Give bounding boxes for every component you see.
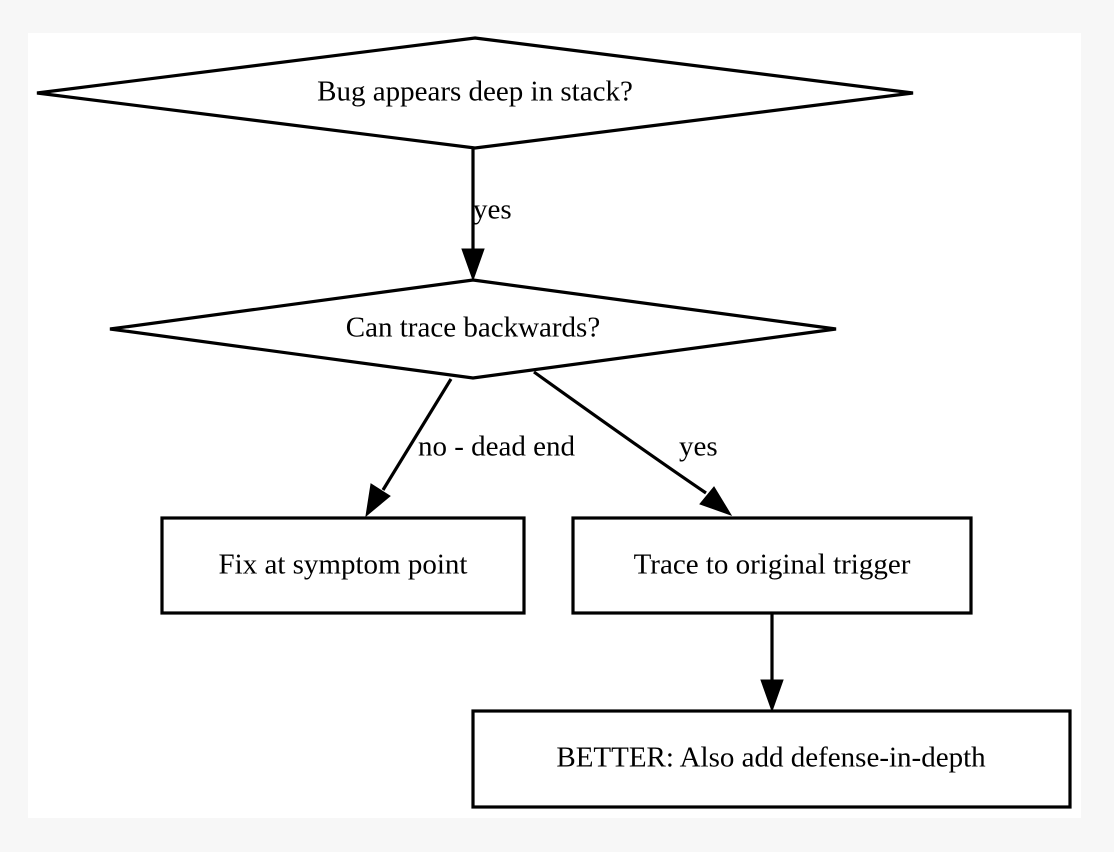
edge-line-trace-to-fix — [381, 378, 453, 491]
node-label-fix-symptom: Fix at symptom point — [219, 549, 468, 581]
node-action-trace-trigger[interactable]: Trace to original trigger — [571, 516, 973, 615]
edge-label-trace-to-fix: no - dead end — [418, 431, 576, 463]
node-action-fix-symptom[interactable]: Fix at symptom point — [160, 516, 526, 615]
node-label-trace-back: Can trace backwards? — [346, 312, 600, 344]
edge-trace-trigger-to-defense-depth — [760, 614, 784, 713]
edge-trace-back-to-trace-trigger: yes — [533, 370, 733, 516]
edge-label-bug-to-trace: yes — [473, 194, 512, 226]
node-label-defense-depth: BETTER: Also add defense-in-depth — [556, 742, 986, 774]
box-shape-trace-trigger — [571, 516, 973, 615]
arrowhead-trace-to-fix — [365, 483, 391, 518]
box-shape-fix-symptom — [160, 516, 526, 615]
node-action-defense-depth[interactable]: BETTER: Also add defense-in-depth — [471, 709, 1072, 809]
arrowhead-bug-to-trace — [461, 248, 485, 282]
node-decision-trace-back[interactable]: Can trace backwards? — [109, 278, 837, 380]
diamond-shape-bug-deep — [36, 36, 914, 150]
node-decision-bug-deep[interactable]: Bug appears deep in stack? — [36, 36, 914, 150]
diamond-shape-trace-back — [109, 278, 837, 380]
diagram-canvas — [28, 33, 1081, 818]
edge-label-trace-to-trigger: yes — [679, 431, 718, 463]
arrowhead-trace-to-trigger — [699, 486, 733, 516]
edge-trace-back-to-fix-symptom: no - dead end — [365, 378, 576, 518]
box-shape-defense-depth — [471, 709, 1072, 809]
node-label-bug-deep: Bug appears deep in stack? — [317, 76, 633, 108]
edge-line-trace-to-trigger — [533, 370, 707, 495]
arrowhead-trigger-to-defense — [760, 679, 784, 713]
node-label-trace-trigger: Trace to original trigger — [634, 549, 911, 581]
edge-bug-deep-to-trace-back: yes — [461, 149, 512, 282]
